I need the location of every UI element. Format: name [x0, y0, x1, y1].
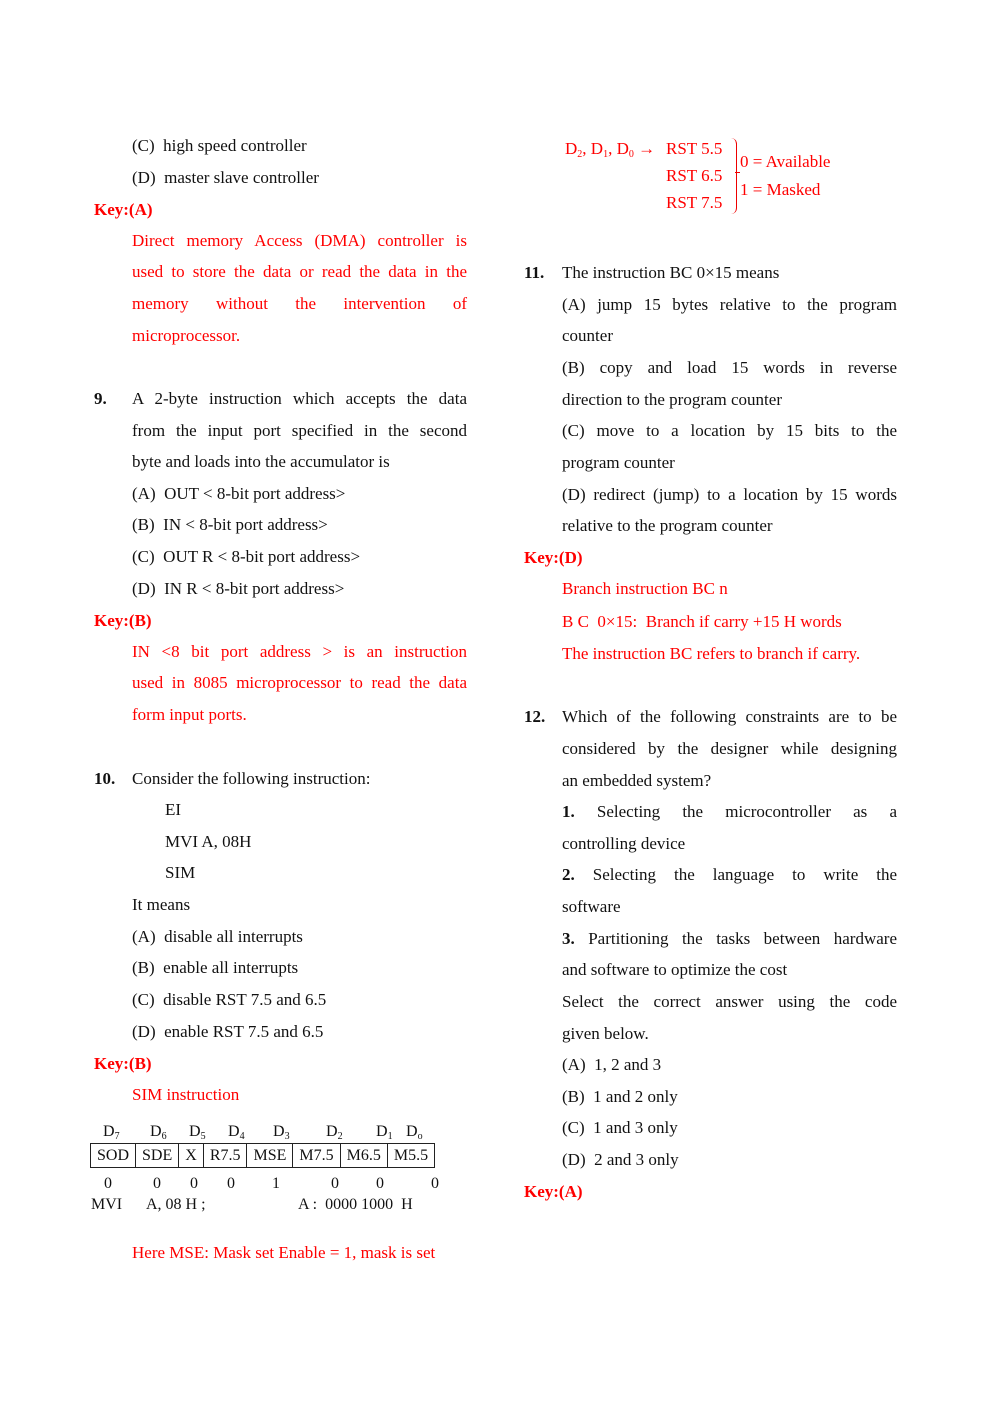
- question-text: The instruction BC 0×15 means: [562, 263, 780, 282]
- question-text: an embedded system?: [562, 771, 712, 790]
- option-b-cont: direction to the program counter: [562, 390, 782, 409]
- bit-value: 0: [153, 1175, 161, 1192]
- explanation-line: memory without the intervention of: [132, 294, 467, 313]
- explanation-line: form input ports.: [132, 705, 247, 724]
- statement-1: 1. Selecting the microcontroller as a: [562, 802, 897, 821]
- bit-value: 0: [376, 1175, 384, 1192]
- rst-item: RST 6.5: [666, 166, 723, 185]
- code-line: SIM: [165, 863, 196, 882]
- rst-item: RST 5.5: [666, 139, 723, 158]
- option-c: (C) high speed controller: [132, 136, 307, 155]
- question-text: considered by the designer while designi…: [562, 739, 897, 758]
- sim-cell: M7.5: [292, 1143, 341, 1168]
- answer-key: Key:(D): [524, 548, 583, 567]
- bit-label: D2: [326, 1123, 343, 1142]
- brace-tip-icon: [735, 172, 740, 179]
- option-c: (C) disable RST 7.5 and 6.5: [132, 990, 327, 1009]
- explanation-line: used to store the data or read the data …: [132, 262, 467, 281]
- rst-lhs: D2, D1, D0 →: [565, 139, 656, 160]
- bit-label: D4: [228, 1123, 245, 1142]
- answer-key: Key:(B): [94, 1054, 152, 1073]
- option-b: (B) enable all interrupts: [132, 958, 299, 977]
- statement-2-cont: software: [562, 897, 621, 916]
- bit-value: 0: [190, 1175, 198, 1192]
- mvi-operand: A, 08 H ;: [146, 1196, 206, 1213]
- explanation-line: used in 8085 microprocessor to read the …: [132, 673, 467, 692]
- option-b: (B) 1 and 2 only: [562, 1087, 678, 1106]
- option-b: (B) IN < 8-bit port address>: [132, 515, 328, 534]
- explanation-line: microprocessor.: [132, 326, 241, 345]
- bit-label: D6: [150, 1123, 167, 1142]
- explanation-title: SIM instruction: [132, 1085, 240, 1104]
- mvi-op: MVI: [91, 1196, 123, 1213]
- sim-cell: SDE: [135, 1143, 180, 1168]
- question-text: from the input port specified in the sec…: [132, 421, 467, 440]
- mvi-result: A : 0000 1000 H: [298, 1196, 413, 1213]
- question-number: 9.: [94, 389, 107, 408]
- option-d: (D) enable RST 7.5 and 6.5: [132, 1022, 324, 1041]
- option-a: (A) OUT < 8-bit port address>: [132, 484, 346, 503]
- option-c: (C) 1 and 3 only: [562, 1118, 678, 1137]
- bit-value: 0: [227, 1175, 235, 1192]
- bit-value: 0: [331, 1175, 339, 1192]
- rst-meaning: 0 = Available: [740, 152, 831, 171]
- statement-3: 3. Partitioning the tasks between hardwa…: [562, 929, 897, 948]
- explanation-line: B C 0×15: Branch if carry +15 H words: [562, 612, 842, 631]
- option-a: (A) jump 15 bytes relative to the progra…: [562, 295, 897, 314]
- option-d: (D) master slave controller: [132, 168, 319, 187]
- answer-key: Key:(B): [94, 611, 152, 630]
- question-number: 11.: [524, 263, 545, 282]
- question-number: 12.: [524, 707, 546, 726]
- sim-cell: M5.5: [386, 1143, 436, 1168]
- statement-1-cont: controlling device: [562, 834, 686, 853]
- question-prompt: It means: [132, 895, 191, 914]
- bit-label: D7: [103, 1123, 120, 1142]
- option-a-cont: counter: [562, 326, 613, 345]
- code-line: EI: [165, 800, 182, 819]
- bit-value: 0: [431, 1175, 439, 1192]
- question-number: 10.: [94, 769, 116, 788]
- question-text: byte and loads into the accumulator is: [132, 452, 390, 471]
- option-d: (D) 2 and 3 only: [562, 1150, 679, 1169]
- option-d: (D) IN R < 8-bit port address>: [132, 579, 345, 598]
- option-d-cont: relative to the program counter: [562, 516, 773, 535]
- sim-register-table: SOD SDE X R7.5 MSE M7.5 M6.5 M5.5: [89, 1143, 436, 1168]
- option-d: (D) redirect (jump) to a location by 15 …: [562, 485, 897, 504]
- sim-cell: M6.5: [339, 1143, 388, 1168]
- bit-label: Do: [406, 1123, 423, 1142]
- explanation-line: Branch instruction BC n: [562, 579, 728, 598]
- option-a: (A) 1, 2 and 3: [562, 1055, 662, 1074]
- explanation-line: The instruction BC refers to branch if c…: [562, 644, 861, 663]
- bit-value: 1: [272, 1175, 280, 1192]
- option-c-cont: program counter: [562, 453, 675, 472]
- sim-cell: MSE: [246, 1143, 294, 1168]
- explanation-line: IN <8 bit port address > is an instructi…: [132, 642, 467, 661]
- statement-3-cont: and software to optimize the cost: [562, 960, 788, 979]
- bit-label: D5: [189, 1123, 206, 1142]
- question-text: Consider the following instruction:: [132, 769, 371, 788]
- instruction-text: Select the correct answer using the code: [562, 992, 897, 1011]
- brace-icon: [730, 138, 737, 214]
- sim-cell: SOD: [89, 1143, 137, 1168]
- answer-key: Key:(A): [94, 200, 153, 219]
- instruction-text: given below.: [562, 1024, 649, 1043]
- sim-cell: X: [178, 1143, 204, 1168]
- sim-cell: R7.5: [202, 1143, 248, 1168]
- answer-key: Key:(A): [524, 1182, 583, 1201]
- bit-label: D3: [273, 1123, 290, 1142]
- explanation-line: Direct memory Access (DMA) controller is: [132, 231, 467, 250]
- option-c: (C) move to a location by 15 bits to the: [562, 421, 898, 440]
- option-b: (B) copy and load 15 words in reverse: [562, 358, 898, 377]
- question-text: A 2-byte instruction which accepts the d…: [132, 389, 467, 408]
- bit-value: 0: [104, 1175, 112, 1192]
- question-text: Which of the following constraints are t…: [562, 707, 897, 726]
- rst-item: RST 7.5: [666, 193, 723, 212]
- rst-meaning: 1 = Masked: [740, 180, 821, 199]
- option-c: (C) OUT R < 8-bit port address>: [132, 547, 361, 566]
- bit-label: D1: [376, 1123, 393, 1142]
- code-line: MVI A, 08H: [165, 832, 252, 851]
- statement-2: 2. Selecting the language to write the: [562, 865, 898, 884]
- option-a: (A) disable all interrupts: [132, 927, 303, 946]
- explanation-footnote: Here MSE: Mask set Enable = 1, mask is s…: [132, 1243, 436, 1262]
